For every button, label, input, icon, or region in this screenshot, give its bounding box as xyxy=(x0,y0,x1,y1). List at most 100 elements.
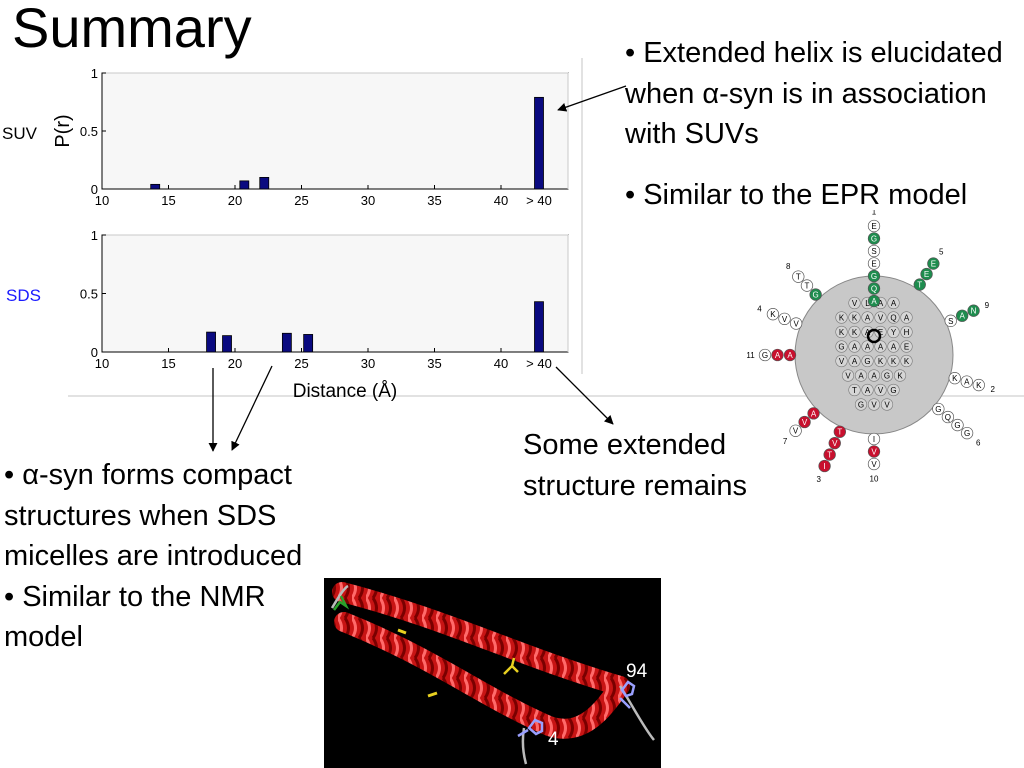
wheel-residue-letter: V xyxy=(845,372,851,381)
spoke-residue xyxy=(867,244,881,258)
side-chain-blue xyxy=(619,680,636,709)
spoke-residue xyxy=(789,317,803,330)
spoke-residue-letter: G xyxy=(762,351,768,360)
spoke-residue-letter: Q xyxy=(871,285,877,294)
extended-note-line: Some extended xyxy=(523,429,727,461)
bar xyxy=(281,332,292,353)
wheel-residue xyxy=(848,340,861,353)
wheel-residue-letter: Q xyxy=(890,314,896,323)
spoke-residue-letter: I xyxy=(823,462,825,471)
wheel-residue-letter: V xyxy=(852,299,858,308)
wheel-residue xyxy=(893,369,907,382)
side-chain-yellow xyxy=(503,657,519,675)
spoke-residue-letter: G xyxy=(871,272,877,281)
spoke-residue xyxy=(960,426,974,440)
wheel-residue-letter: V xyxy=(871,401,877,410)
x-tick-label: 40 xyxy=(494,193,508,208)
wheel-residue xyxy=(900,311,913,324)
spoke-residue-letter: T xyxy=(837,428,842,437)
residue-label-94: 94 xyxy=(626,661,648,682)
wheel-residue-letter: Y xyxy=(891,328,897,337)
spoke-residue xyxy=(867,219,881,233)
spoke-residue-letter: V xyxy=(871,460,877,469)
nmr-model-image: 94 4 xyxy=(324,578,661,768)
spoke-number: 1 xyxy=(872,210,877,217)
spoke-residue-letter: K xyxy=(976,381,982,390)
bar xyxy=(303,334,314,353)
x-tick-label: > 40 xyxy=(526,193,552,208)
wheel-residue-letter: L xyxy=(865,299,870,308)
spoke-residue xyxy=(913,278,926,291)
spoke-residue-letter: G xyxy=(954,421,960,430)
wheel-residue-letter: T xyxy=(852,386,857,395)
wheel-residue-letter: K xyxy=(891,357,897,366)
wheel-residue xyxy=(848,296,861,310)
wheel-residue xyxy=(848,325,861,339)
spoke-residue-letter: T xyxy=(917,281,922,290)
wheel-residue xyxy=(867,398,881,411)
wheel-residue-letter: A xyxy=(858,372,864,381)
y-tick-label: 0.5 xyxy=(80,124,98,139)
side-chain-blue xyxy=(517,718,544,738)
bullet-nmr-model: • Similar to the NMR model xyxy=(4,580,266,654)
wheel-residue-letter: A xyxy=(904,314,910,323)
wheel-residue-letter: K xyxy=(839,328,845,337)
x-tick-label: 25 xyxy=(294,193,308,208)
spoke-residue xyxy=(951,418,964,432)
spoke-residue xyxy=(960,375,973,388)
spoke-residue xyxy=(778,312,791,326)
spoke-residue-letter: A xyxy=(959,312,965,321)
spoke-residue xyxy=(867,282,881,295)
wheel-residue xyxy=(874,311,887,324)
spoke-number: 6 xyxy=(976,438,981,447)
spoke-residue-letter: G xyxy=(871,235,877,244)
wheel-residue-letter: A xyxy=(891,299,897,308)
spoke-residue xyxy=(771,348,784,362)
x-axis-label: Distance (Å) xyxy=(293,381,398,402)
wheel-residue-letter: G xyxy=(858,401,864,410)
wheel-residue xyxy=(861,383,874,397)
x-tick-label: 10 xyxy=(95,356,109,371)
bullet-extended-helix: • Extended helix is elucidated when α-sy… xyxy=(625,37,1003,150)
arrow-from-sds-bars xyxy=(231,365,273,451)
bar xyxy=(534,301,544,353)
spoke-residue-letter: G xyxy=(935,405,941,414)
wheel-residue-letter: V xyxy=(839,357,845,366)
wheel-residue xyxy=(887,296,900,310)
wheel-residue xyxy=(835,354,848,368)
wheel-residue xyxy=(867,369,881,382)
spoke-residue-letter: Q xyxy=(945,413,951,422)
spoke-residue-letter: S xyxy=(948,317,953,326)
spoke-residue-letter: A xyxy=(787,351,793,360)
wheel-residue xyxy=(848,354,861,368)
wheel-residue xyxy=(880,369,894,382)
bar xyxy=(259,176,270,190)
x-tick-label: 15 xyxy=(161,356,175,371)
spoke-residue xyxy=(867,457,881,471)
spoke-residue-letter: T xyxy=(805,282,810,291)
side-chain-yellow xyxy=(397,628,407,635)
spoke-residue xyxy=(867,432,881,446)
wheel-residue-letter: A xyxy=(865,314,871,323)
spoke-number: 4 xyxy=(757,305,762,314)
x-tick-label: 40 xyxy=(494,356,508,371)
plot-area xyxy=(101,72,569,190)
row-label: SUV xyxy=(2,124,38,143)
wheel-residue xyxy=(887,354,900,368)
spoke-residue-letter: V xyxy=(782,315,788,324)
spoke-residue-letter: E xyxy=(871,260,876,269)
wheel-residue-letter: A xyxy=(852,343,858,352)
y-tick-label: 1 xyxy=(91,228,98,243)
wheel-residue xyxy=(861,340,874,353)
bar xyxy=(534,96,544,190)
spoke-residue xyxy=(920,267,933,281)
spoke-residue-letter: E xyxy=(871,222,876,231)
x-tick-label: 20 xyxy=(228,193,242,208)
wheel-residue-letter: E xyxy=(904,343,909,352)
spoke-number: 3 xyxy=(816,475,821,484)
wheel-residue-letter: K xyxy=(852,328,858,337)
spoke-residue-letter: V xyxy=(871,448,877,457)
spoke-residue xyxy=(828,437,841,450)
y-tick-label: 0 xyxy=(91,345,98,360)
